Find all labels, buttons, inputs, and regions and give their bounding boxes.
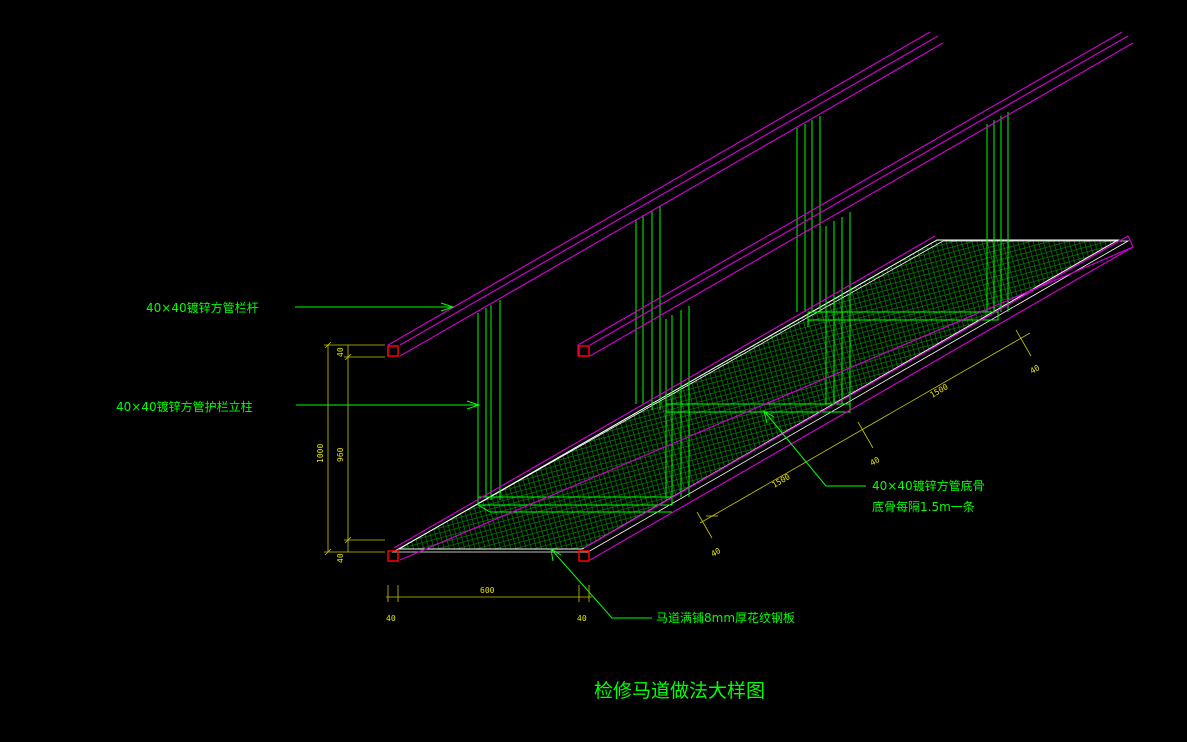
dim-width: 600 (480, 586, 495, 595)
drawing-title: 检修马道做法大样图 (594, 680, 765, 702)
dim-width-right: 40 (577, 614, 587, 623)
width-dimension (386, 585, 592, 602)
dim-clear-height: 960 (336, 447, 345, 462)
span-dimension (696, 329, 1032, 539)
railing-posts (477, 112, 1009, 500)
deck-label: 马道满铺8mm厚花纹钢板 (656, 610, 795, 625)
handrail-label: 40×40镀锌方管栏杆 (146, 300, 259, 315)
dim-rail-top: 40 (336, 347, 345, 357)
leaders (295, 302, 866, 619)
joist-label-line2: 底骨每隔1.5m一条 (872, 499, 975, 514)
dim-width-left: 40 (386, 614, 396, 623)
dim-joint-end: 40 (1029, 363, 1042, 376)
joist-label-line1: 40×40镀锌方管底骨 (872, 478, 985, 493)
section-squares (387, 345, 590, 562)
vertical-dimensions (324, 341, 385, 556)
dim-span-2: 1500 (929, 382, 950, 400)
dim-joint-start: 40 (710, 546, 723, 559)
dim-total-height: 1000 (316, 444, 325, 463)
handrails (387, 31, 1134, 561)
dim-rail-bottom: 40 (336, 553, 345, 563)
dim-joint-mid: 40 (869, 455, 882, 468)
post-label: 40×40镀锌方管护栏立柱 (116, 399, 253, 414)
dim-span-1: 1500 (771, 472, 792, 490)
walkway-deck (391, 239, 1130, 553)
